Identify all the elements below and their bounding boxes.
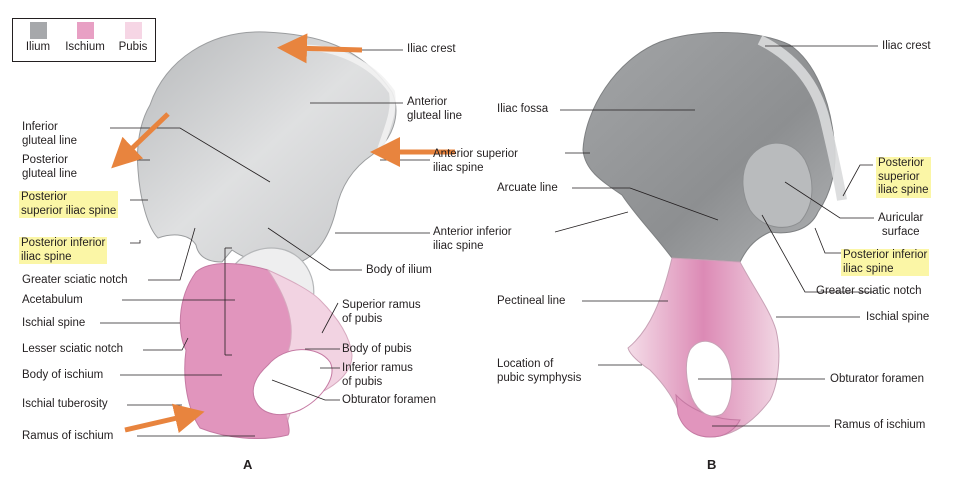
label-a-body-of-pubis: Body of pubis (342, 343, 412, 355)
label-b-iliac-crest: Iliac crest (882, 40, 931, 52)
iliac-crest-rim-b (757, 35, 847, 201)
orange-arrows (111, 33, 455, 433)
label-a-inferior-gluteal-line: Inferior gluteal line (22, 121, 77, 147)
legend-swatch-pubis (124, 22, 142, 39)
label-b-ischial-spine: Ischial spine (866, 311, 930, 323)
arrow-ischial-tuberosity (124, 403, 205, 433)
legend-item-ilium: Ilium (19, 22, 57, 53)
label-a-anterior-superior-iliac-spine: Anterior superior iliac spine (433, 148, 519, 174)
legend-label-pubis: Pubis (118, 41, 148, 53)
label-a-body-of-ilium: Body of ilium (366, 264, 432, 276)
legend-swatch-ischium (76, 22, 94, 39)
label-b-location-of-pubic-symphysis: Location of pubic symphysis (497, 358, 582, 384)
label-b-posterior-superior-iliac-spine: Posterior superior iliac spine (876, 157, 931, 198)
label-a-greater-sciatic-notch: Greater sciatic notch (22, 274, 128, 286)
panel-label-b: B (707, 457, 717, 472)
obturator-foramen-a (252, 349, 333, 416)
label-a-superior-ramus-of-pubis: Superior ramus of pubis (342, 299, 421, 325)
label-b-ramus-of-ischium: Ramus of ischium (834, 419, 926, 431)
label-b-iliac-fossa: Iliac fossa (497, 103, 549, 115)
label-a-iliac-crest: Iliac crest (407, 43, 456, 55)
label-a-acetabulum: Acetabulum (22, 294, 83, 306)
legend-item-pubis: Pubis (113, 22, 153, 53)
label-a-posterior-gluteal-line: Posterior gluteal line (22, 154, 77, 180)
label-a-obturator-foramen: Obturator foramen (342, 394, 436, 406)
leader-lines-a (100, 49, 430, 437)
label-a-inferior-ramus-of-pubis: Inferior ramus of pubis (342, 362, 413, 388)
panel-label-a: A (243, 457, 253, 472)
legend-swatch-ilium (29, 22, 47, 39)
label-a-ramus-of-ischium: Ramus of ischium (22, 430, 114, 442)
ilium-region-a (137, 31, 397, 266)
arrow-iliac-crest (277, 33, 363, 64)
auricular-surface-b (742, 142, 813, 228)
leader-lines-b (554, 45, 878, 427)
bone-medial-view (582, 32, 847, 438)
label-a-ischial-spine: Ischial spine (22, 317, 86, 329)
legend: Ilium Ischium Pubis (12, 18, 156, 62)
bone-lateral-view (137, 31, 397, 439)
label-b-posterior-inferior-iliac-spine: Posterior inferior iliac spine (841, 249, 930, 276)
label-b-auricular-surface: Auricular surface (878, 212, 924, 238)
label-a-ischial-tuberosity: Ischial tuberosity (22, 398, 108, 410)
legend-label-ischium: Ischium (65, 41, 105, 53)
arrow-posterior-gluteal-line (111, 112, 170, 169)
label-b-obturator-foramen: Obturator foramen (830, 373, 924, 385)
label-a-anterior-gluteal-line: Anterior gluteal line (407, 96, 462, 122)
label-a-anterior-inferior-iliac-spine: Anterior inferior iliac spine (433, 226, 512, 252)
label-a-lesser-sciatic-notch: Lesser sciatic notch (22, 343, 123, 355)
label-a-body-of-ischium: Body of ischium (22, 369, 104, 381)
label-b-arcuate-line: Arcuate line (497, 182, 558, 194)
label-b-pectineal-line: Pectineal line (497, 295, 566, 307)
legend-item-ischium: Ischium (58, 22, 112, 53)
legend-label-ilium: Ilium (25, 41, 51, 53)
label-a-posterior-superior-iliac-spine: Posterior superior iliac spine (19, 191, 119, 218)
label-a-posterior-inferior-iliac-spine: Posterior inferior iliac spine (19, 237, 108, 264)
label-b-greater-sciatic-notch: Greater sciatic notch (816, 285, 922, 297)
